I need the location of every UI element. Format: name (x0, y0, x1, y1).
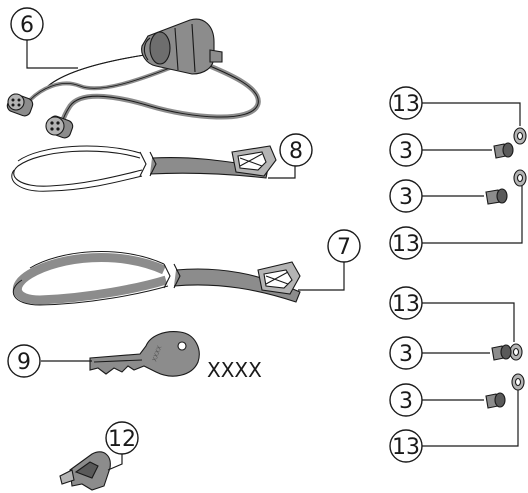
cable-illustration (6, 18, 261, 139)
callout-8: 8 (289, 139, 303, 164)
callout-6-circle (10, 7, 44, 41)
washer-icon (513, 169, 527, 187)
strap-short-illustration (11, 145, 277, 192)
screw-icon (485, 188, 508, 205)
hardware-group-1: 13 3 3 13 (389, 86, 527, 260)
washer-icon (509, 343, 523, 361)
callout-6: 6 (20, 13, 34, 38)
hardware-group-2: 13 3 3 13 (389, 286, 525, 463)
clip-illustration (59, 451, 111, 491)
callout-13-a: 13 (392, 92, 420, 117)
key-illustration: XXXX (89, 331, 200, 377)
leader-7 (298, 262, 345, 291)
callout-3-b: 3 (399, 185, 413, 210)
callout-13-b: 13 (392, 232, 420, 257)
leader-12 (107, 454, 123, 471)
callout-12-circle (105, 421, 139, 455)
connector-right (45, 115, 74, 139)
callout-9: 9 (17, 350, 31, 375)
callout-3-a: 3 (399, 139, 413, 164)
screw-icon (491, 344, 512, 361)
leader-6 (26, 40, 78, 69)
callout-3-d: 3 (399, 389, 413, 414)
callout-7-circle (327, 229, 361, 263)
callout-8-circle (279, 133, 313, 167)
callout-13-c: 13 (392, 292, 420, 317)
strap-long-illustration (12, 251, 301, 306)
callout-3-c: 3 (399, 342, 413, 367)
key-code-label: XXXX (207, 358, 262, 382)
connector-left (6, 93, 34, 117)
washer-icon (511, 373, 525, 391)
callout-12: 12 (108, 427, 136, 452)
callout-13-d: 13 (392, 435, 420, 460)
callout-9-circle (7, 344, 41, 378)
leader-8 (268, 166, 296, 179)
washer-icon (513, 127, 527, 145)
callout-7: 7 (337, 235, 351, 260)
screw-icon (485, 392, 506, 409)
screw-icon (493, 142, 514, 159)
